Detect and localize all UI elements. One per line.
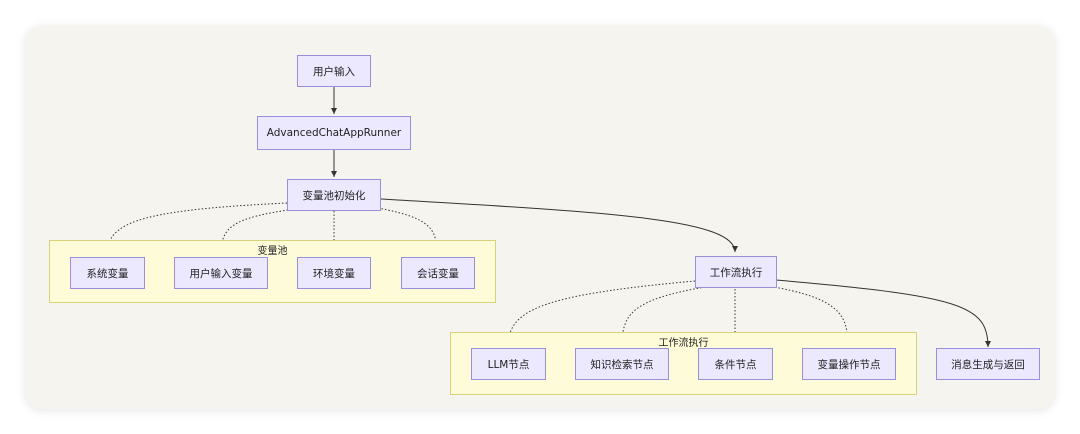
- group-variable-pool-label: 变量池: [257, 246, 288, 257]
- edge-poolinit-workflow: [380, 198, 738, 253]
- node-env-vars[interactable]: 环境变量: [297, 257, 371, 289]
- edge-workflow-kb: [619, 286, 706, 348]
- edge-workflow-varop: [767, 285, 851, 348]
- edge-workflow-msg: [775, 279, 991, 348]
- node-message-generation[interactable]: 消息生成与返回: [936, 348, 1040, 380]
- node-system-vars[interactable]: 系统变量: [70, 257, 145, 289]
- node-llm[interactable]: LLM节点: [471, 348, 546, 380]
- edge-poolinit-userinputvar: [218, 208, 296, 256]
- node-user-input[interactable]: 用户输入: [297, 55, 371, 87]
- node-workflow-exec[interactable]: 工作流执行: [695, 256, 777, 288]
- node-condition[interactable]: 条件节点: [698, 348, 773, 380]
- node-conv-vars[interactable]: 会话变量: [401, 257, 475, 289]
- node-user-input-vars[interactable]: 用户输入变量: [174, 257, 268, 289]
- node-pool-init[interactable]: 变量池初始化: [287, 179, 381, 211]
- node-variable-op[interactable]: 变量操作节点: [802, 348, 896, 380]
- node-knowledge-retrieval[interactable]: 知识检索节点: [575, 348, 669, 380]
- node-runner[interactable]: AdvancedChatAppRunner: [257, 116, 411, 150]
- group-workflow-exec-label: 工作流执行: [658, 338, 709, 349]
